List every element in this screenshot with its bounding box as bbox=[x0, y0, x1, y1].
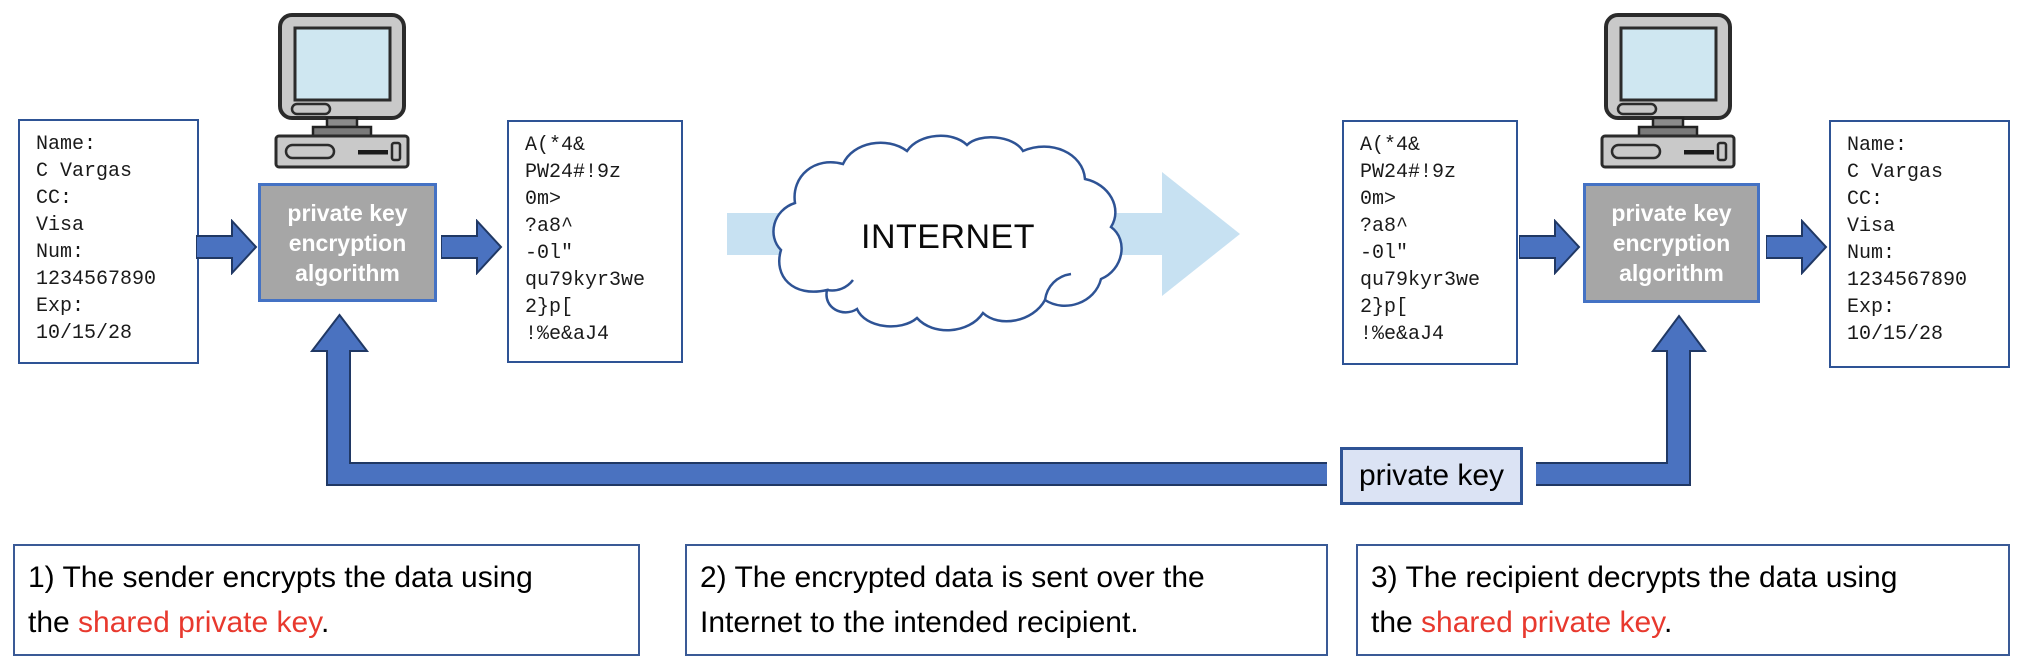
recipient-ciphertext-box: A(*4& PW24#!9z 0m> ?a8^ -0l" qu79kyr3we … bbox=[1342, 120, 1518, 365]
caption-2-line-2: Internet to the intended recipient. bbox=[700, 606, 1139, 639]
sender-ciphertext-box: A(*4& PW24#!9z 0m> ?a8^ -0l" qu79kyr3we … bbox=[507, 120, 683, 363]
caption-step-3: 3) The recipient decrypts the data using… bbox=[1356, 544, 2010, 656]
sender-encryption-algorithm-box: private key encryption algorithm bbox=[258, 183, 437, 302]
caption-step-2: 2) The encrypted data is sent over the I… bbox=[685, 544, 1328, 656]
caption-1-line-2: the shared private key. bbox=[28, 606, 330, 639]
flow-arrow-icon bbox=[1766, 219, 1828, 275]
sender-plaintext-text: Name: C Vargas CC: Visa Num: 1234567890 … bbox=[36, 133, 157, 345]
caption-3-line-2: the shared private key. bbox=[1371, 606, 1673, 639]
internet-label: INTERNET bbox=[861, 218, 1035, 256]
shared-key-connector-arrow-icon bbox=[309, 313, 1707, 486]
internet-cloud bbox=[772, 134, 1123, 332]
flow-arrow-icon bbox=[1519, 219, 1581, 275]
flow-arrow-icon bbox=[196, 219, 258, 275]
sender-plaintext-box: Name: C Vargas CC: Visa Num: 1234567890 … bbox=[18, 119, 199, 364]
recipient-plaintext-box: Name: C Vargas CC: Visa Num: 1234567890 … bbox=[1829, 120, 2010, 368]
private-key-box: private key bbox=[1340, 447, 1523, 505]
caption-step-1: 1) The sender encrypts the data using th… bbox=[13, 544, 640, 656]
recipient-plaintext-text: Name: C Vargas CC: Visa Num: 1234567890 … bbox=[1847, 134, 1968, 346]
highlighted-key-text: shared private key bbox=[1421, 606, 1664, 639]
sender-ciphertext-text: A(*4& PW24#!9z 0m> ?a8^ -0l" qu79kyr3we … bbox=[525, 134, 646, 346]
recipient-ciphertext-text: A(*4& PW24#!9z 0m> ?a8^ -0l" qu79kyr3we … bbox=[1360, 134, 1481, 346]
flow-arrow-icon bbox=[441, 219, 503, 275]
sender-computer-icon bbox=[274, 13, 410, 169]
highlighted-key-text: shared private key bbox=[78, 606, 321, 639]
caption-2-line-1: 2) The encrypted data is sent over the bbox=[700, 561, 1205, 594]
recipient-computer-icon bbox=[1600, 13, 1736, 169]
recipient-encryption-algorithm-box: private key encryption algorithm bbox=[1583, 183, 1760, 303]
caption-1-line-1: 1) The sender encrypts the data using bbox=[28, 561, 533, 594]
caption-3-line-1: 3) The recipient decrypts the data using bbox=[1371, 561, 1898, 594]
